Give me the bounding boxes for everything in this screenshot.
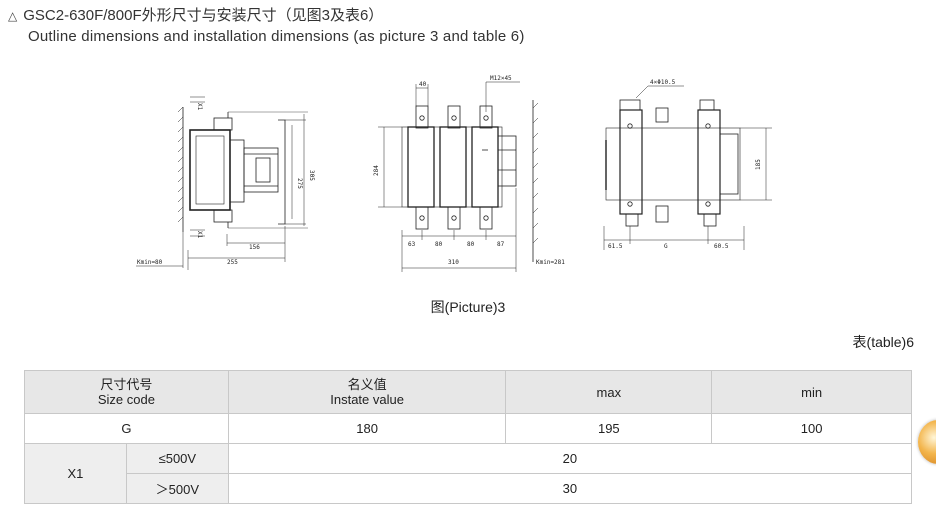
x1-bottom: X1 bbox=[196, 231, 203, 239]
cell-x1-val1: 20 bbox=[227, 443, 913, 474]
dim-40: 40 bbox=[419, 81, 427, 88]
header-size-code: 尺寸代号 Size code bbox=[24, 370, 229, 414]
header-instate: 名义值 Instate value bbox=[227, 370, 507, 414]
technical-drawing: 156 255 275 305 Kmin=80 X1 X1 40 M12×45 … bbox=[136, 75, 772, 272]
dim-80b: 80 bbox=[467, 241, 475, 248]
table-row-g: G 180 195 100 bbox=[24, 413, 912, 444]
table-row-x1-b: ＞500V 30 bbox=[25, 473, 913, 504]
header-instate-cn: 名义值 bbox=[347, 377, 387, 392]
floating-help-button[interactable] bbox=[918, 420, 936, 464]
dim-284: 284 bbox=[373, 165, 380, 176]
dimension-table: 尺寸代号 Size code 名义值 Instate value max min… bbox=[24, 370, 913, 504]
dim-87: 87 bbox=[497, 241, 505, 248]
cell-g-code: G bbox=[24, 413, 229, 444]
picture-caption: 图(Picture)3 bbox=[430, 299, 506, 315]
heading-title-en: Outline dimensions and installation dime… bbox=[28, 28, 525, 45]
heading-line-1: △ GSC2-630F/800F外形尺寸与安装尺寸（见图3及表6） bbox=[8, 4, 383, 25]
dim-185: 185 bbox=[755, 159, 762, 170]
dim-255: 255 bbox=[227, 259, 238, 266]
dim-61-5: 61.5 bbox=[608, 243, 623, 250]
holes-label: 4×Φ10.5 bbox=[650, 79, 676, 86]
dim-63: 63 bbox=[408, 241, 416, 248]
dim-60-5: 60.5 bbox=[714, 243, 729, 250]
header-size-code-cn: 尺寸代号 bbox=[100, 377, 153, 392]
table-caption: 表(table)6 bbox=[852, 334, 914, 350]
header-min: min bbox=[711, 370, 912, 414]
front-view bbox=[378, 81, 539, 272]
header-instate-en: Instate value bbox=[330, 392, 404, 407]
side-view bbox=[136, 96, 308, 270]
triangle-icon: △ bbox=[8, 9, 18, 23]
mount-view bbox=[603, 85, 772, 250]
cell-x1-sub1: ≤500V bbox=[125, 443, 229, 474]
cell-g-min: 100 bbox=[711, 413, 912, 444]
dim-156: 156 bbox=[249, 244, 260, 251]
table-row-x1-a: X1 ≤500V 20 bbox=[24, 443, 913, 504]
table-header-row: 尺寸代号 Size code 名义值 Instate value max min bbox=[24, 370, 912, 414]
x1-top: X1 bbox=[196, 103, 203, 111]
cell-g-max: 195 bbox=[505, 413, 713, 444]
header-size-code-en: Size code bbox=[97, 392, 155, 407]
cell-x1-sub2: ＞500V bbox=[125, 473, 229, 504]
dim-305: 305 bbox=[308, 170, 315, 181]
cell-x1-code: X1 bbox=[24, 443, 127, 504]
kmin-side: Kmin=80 bbox=[137, 259, 163, 266]
dim-80a: 80 bbox=[435, 241, 443, 248]
dim-g: G bbox=[664, 243, 668, 250]
dim-310: 310 bbox=[448, 259, 459, 266]
bolt-label: M12×45 bbox=[490, 75, 512, 82]
cell-g-instate: 180 bbox=[227, 413, 507, 444]
header-max: max bbox=[505, 370, 713, 414]
dim-275: 275 bbox=[296, 178, 303, 189]
heading-title-cn: GSC2-630F/800F外形尺寸与安装尺寸（见图3及表6） bbox=[23, 7, 384, 24]
cell-x1-val2: 30 bbox=[227, 473, 913, 504]
kmin-front: Kmin=281 bbox=[536, 259, 565, 266]
